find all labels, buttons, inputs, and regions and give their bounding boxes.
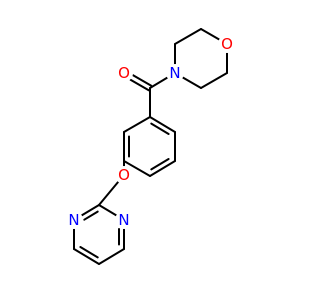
morpholine-bond-6 (181, 76, 202, 89)
pyrimidine-right-nitrogen-mask (115, 211, 133, 229)
morpholine-oxygen-atom: O (218, 35, 236, 53)
pyrimidine-left-nitrogen-atom: N (65, 211, 83, 229)
pyrimidine-bond-1-inner (83, 210, 99, 221)
pyrimidine-bond-4 (98, 248, 125, 265)
benzene-bond-6 (123, 116, 151, 133)
pyrimidine-bond-1 (80, 204, 100, 217)
pyrimidine-bond-3-inner (79, 246, 99, 259)
morpholine-bond-3 (200, 28, 221, 41)
pyrimidine-right-nitrogen-atom: N (115, 211, 133, 229)
morpholine-nitrogen-label: N (169, 64, 180, 82)
morpholine-nitrogen-atom: N (166, 64, 184, 82)
carbonyl-oxygen-atom: O (115, 64, 133, 82)
benzene-bond-3-inner (150, 158, 170, 171)
morpholine-bond-2 (174, 28, 202, 45)
ether-oxygen-mask (115, 166, 133, 184)
pyrimidine-bond-3 (73, 248, 100, 265)
benzene-bond-1 (149, 116, 176, 133)
pyrimidine-left-nitrogen-mask (65, 211, 83, 229)
ether-pyrimidine-bond (98, 180, 120, 206)
pyrimidine-bond-6 (98, 204, 118, 217)
carbonyl-oxygen-label: O (118, 64, 130, 82)
pyrimidine-right-nitrogen-label: N (118, 211, 129, 229)
benzene-bond-1-inner (150, 122, 170, 135)
pyrimidine-left-nitrogen-label: N (68, 211, 79, 229)
molecule-structure-diagram: O N O O N N (65, 28, 236, 265)
bond-layer (73, 28, 228, 265)
morpholine-bond-5 (200, 72, 228, 89)
morpholine-oxygen-label: O (221, 35, 233, 53)
carbonyl-double-bond-a (129, 78, 150, 92)
benzene-bond-3 (149, 160, 176, 177)
morpholine-nitrogen-mask (166, 64, 184, 82)
morpholine-oxygen-mask (218, 35, 236, 53)
ether-oxygen-atom: O (115, 166, 133, 184)
atom-label-layer: O N O O N N (65, 35, 236, 229)
carbonyl-oxygen-mask (115, 64, 133, 82)
carbonyl-double-bond-b (132, 74, 153, 87)
ether-oxygen-label: O (118, 166, 130, 184)
amide-bond (149, 76, 169, 89)
benzene-bond-4 (123, 160, 151, 177)
